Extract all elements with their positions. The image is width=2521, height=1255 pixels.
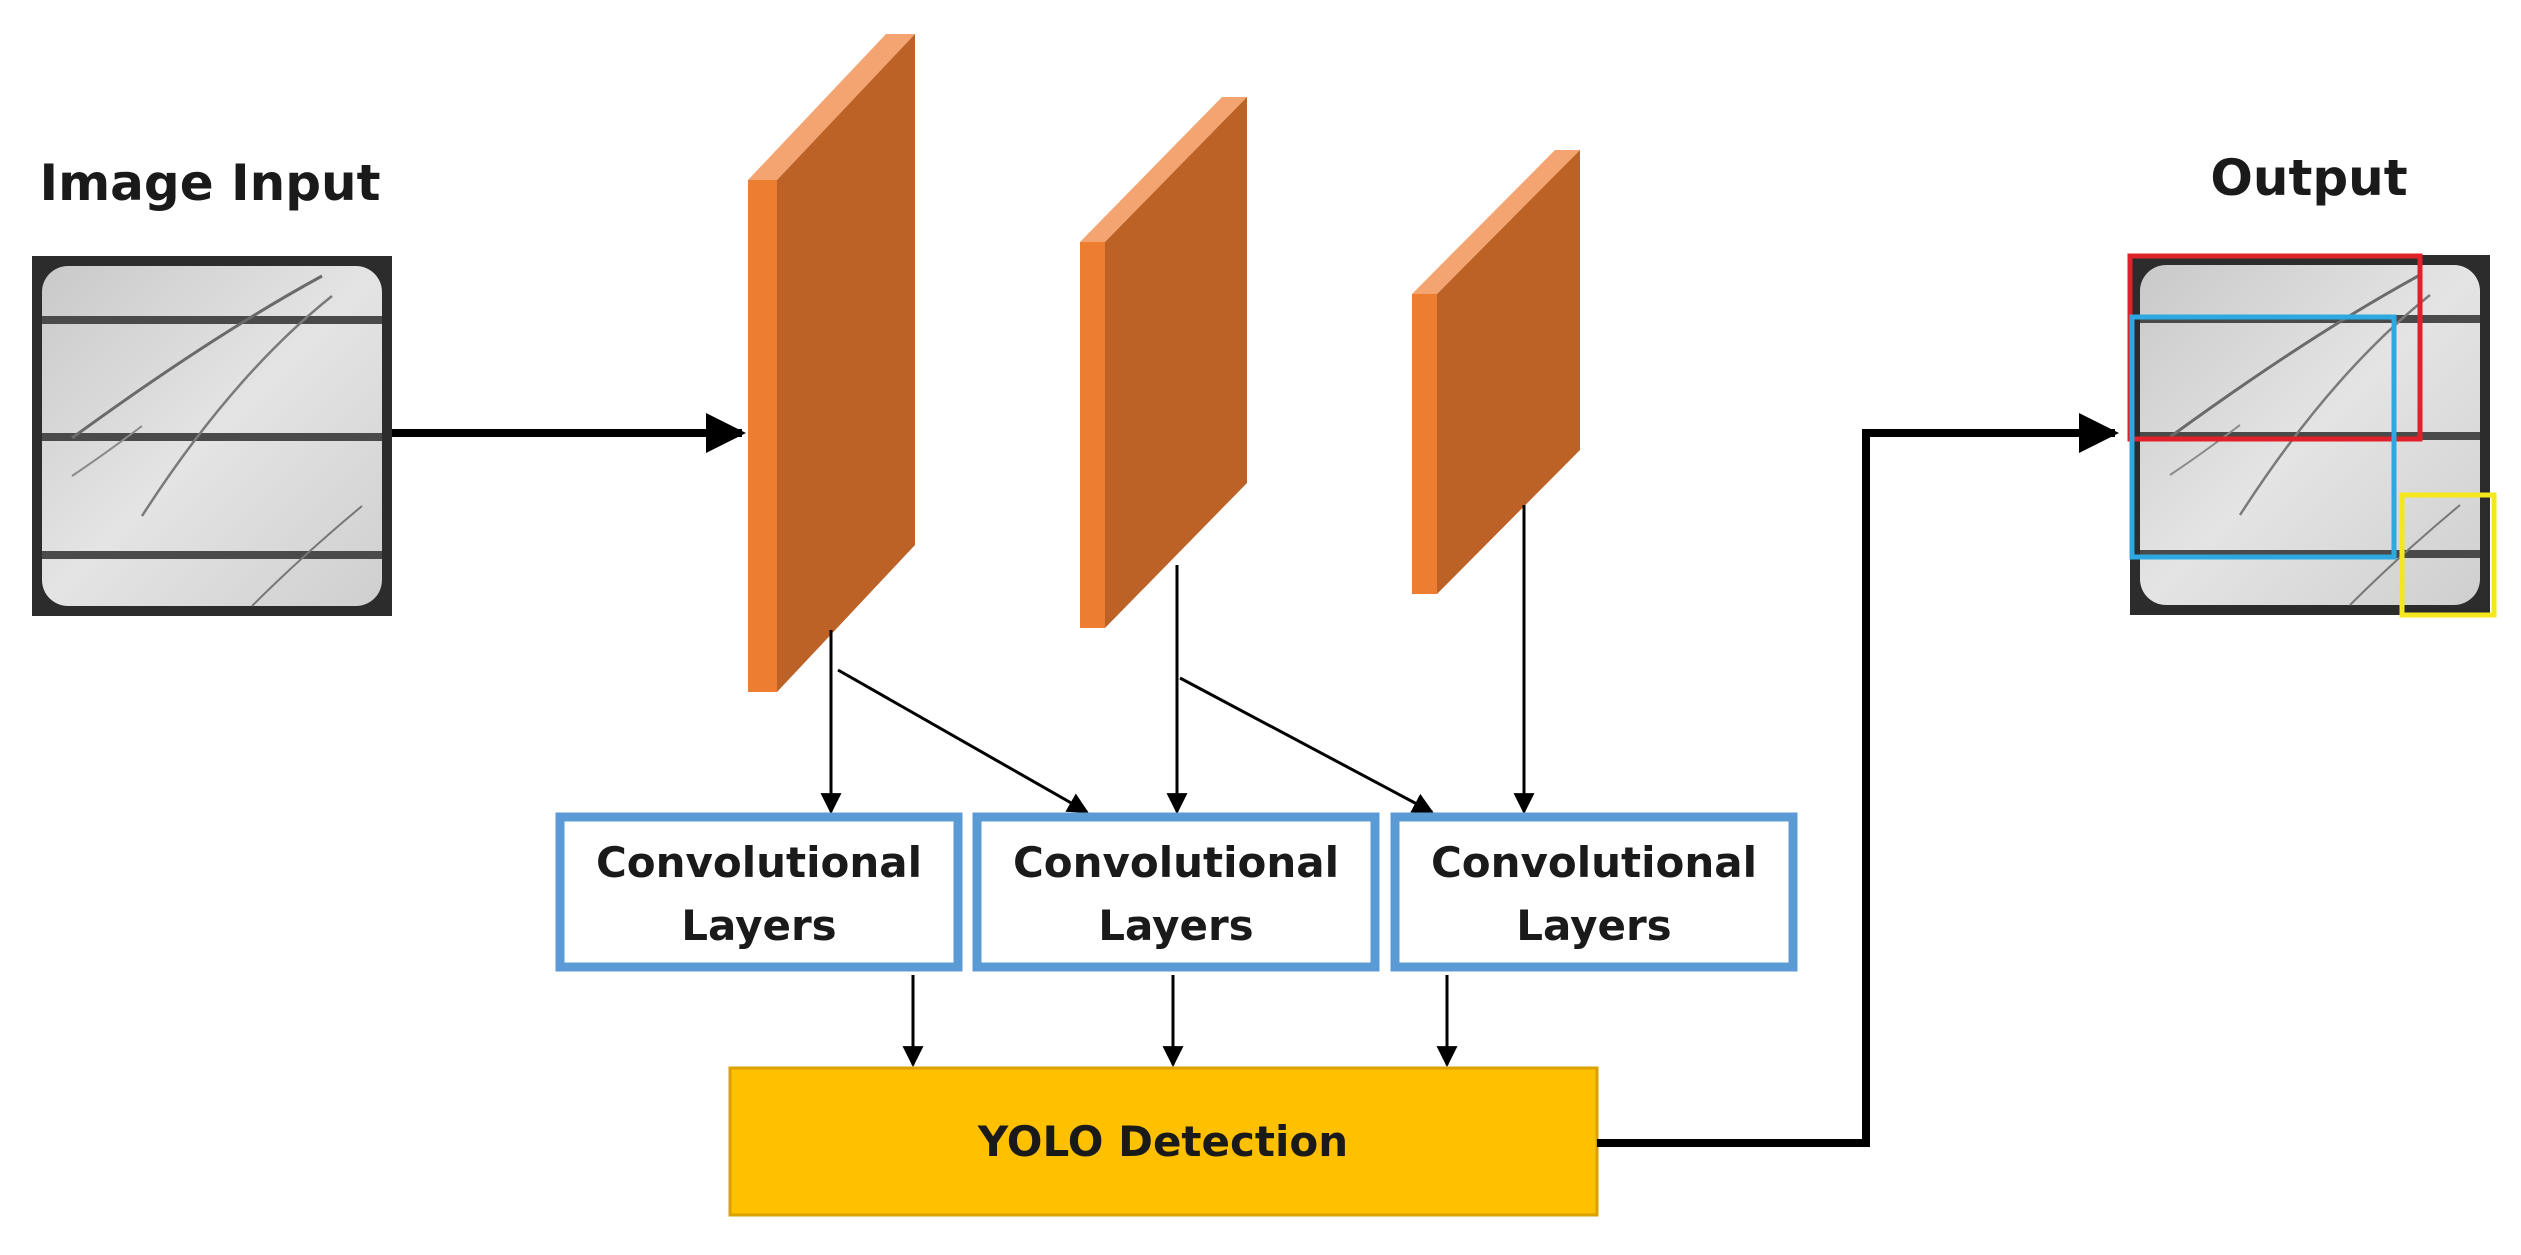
feature-to-conv-arrows [820, 505, 1535, 815]
arrow-fm1-to-conv2 [837, 668, 1089, 814]
arrow-fm2-to-conv3 [1179, 676, 1434, 814]
feature-map-3 [1412, 150, 1580, 594]
yolo-detection-label: YOLO Detection [977, 1117, 1348, 1166]
conv-block-3: Convolutional Layers [1390, 812, 1798, 972]
feature-map-1 [748, 34, 915, 692]
conv-block-3-line2: Layers [1516, 901, 1671, 950]
conv-block-2: Convolutional Layers [972, 812, 1380, 972]
detection-box-yellow [2399, 492, 2497, 618]
conv-block-2-line1: Convolutional [1013, 838, 1339, 887]
conv-block-2-line2: Layers [1098, 901, 1253, 950]
conv-block-3-line1: Convolutional [1431, 838, 1757, 887]
conv-block-1-line2: Layers [681, 901, 836, 950]
output-solar-cell-image [2128, 253, 2492, 617]
input-solar-cell-image [30, 254, 394, 618]
conv-block-1-line1: Convolutional [596, 838, 922, 887]
output-title: Output [2210, 149, 2407, 207]
detection-to-output-arrow [1597, 413, 2119, 1147]
yolo-detection-block: YOLO Detection [728, 1066, 1599, 1217]
conv-to-detection-arrows [902, 975, 1458, 1068]
conv-block-1: Convolutional Layers [555, 812, 963, 972]
detection-box-blue [2129, 314, 2397, 560]
feature-map-2 [1080, 97, 1247, 628]
input-title: Image Input [39, 154, 380, 212]
